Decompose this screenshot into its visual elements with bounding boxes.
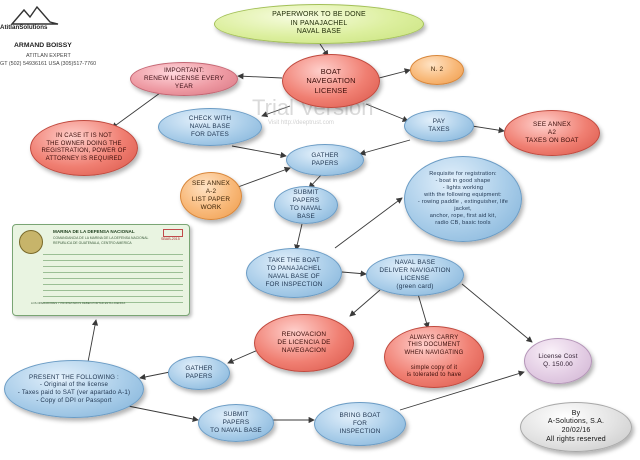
edge-pay-to-annex [471,125,505,134]
node-renovacion[interactable]: RENOVACION DE LICENCIA DE NAVEGACION [254,314,354,372]
edge-license-to-important [237,73,283,80]
node-bring-boat[interactable]: BRING BOAT FOR INSPECTION [314,402,406,446]
edge-license-to-pay [365,103,409,122]
naval-seal-icon [19,230,43,254]
node-take-boat[interactable]: TAKE THE BOAT TO PANAJACHEL NAVAL BASE O… [246,248,342,298]
edge-present-to-card [87,319,99,363]
edge-take-to-deliver [341,270,367,277]
license-card-fields [43,249,183,303]
edge-take-to-requisite [334,197,403,249]
node-gather-papers-2[interactable]: GATHER PAPERS [168,356,230,390]
node-credits: By A-Solutions, S.A. 20/02/16 All rights… [520,402,632,452]
edge-deliver-to-renovacion [349,289,381,317]
contact-phones: GT (502) 54936161 USA (305)517-7760 [0,61,97,67]
node-important[interactable]: IMPORTANT: RENEW LICENSE EVERY YEAR [130,62,238,96]
edge-deliver-to-always [417,293,430,329]
edge-gather-to-submit [308,173,323,189]
node-not-owner[interactable]: IN CASE IT IS NOT THE OWNER DOING THE RE… [30,120,138,176]
node-present-following[interactable]: PRESENT THE FOLLOWING : - Original of th… [4,360,144,418]
license-card-stamp [163,229,183,237]
node-deliver-license[interactable]: NAVAL BASE DELIVER NAVIGATION LICENSE (g… [366,254,464,296]
edge-bring-to-cost [399,370,525,411]
contact-name: ARMAND BOISSY [14,42,72,49]
node-title[interactable]: PAPERWORK TO BE DONE IN PANAJACHEL NAVAL… [214,4,424,44]
edge-pay-to-gather [359,139,411,156]
edge-gather2-to-present [139,371,171,381]
edge-submit-to-take [294,223,303,251]
node-always-carry[interactable]: ALWAYS CARRY THIS DOCUMENT WHEN NAVIGATI… [384,326,484,388]
contact-role: ATITLAN EXPERT [26,53,71,59]
mountain-logo-icon [10,5,59,25]
node-n2[interactable]: N. 2 [410,55,464,85]
license-card-serial: SBAB-2015 [161,237,180,241]
license-card-subtitle-1: COMANDANCIA DE LA MARINA DE LA DEFENSA N… [53,236,149,240]
license-card-title: MARINA DE LA DEFENSA NACIONAL [53,229,135,234]
node-license-cost[interactable]: License Cost Q. 150.00 [524,338,592,384]
license-card-note: LOS OPERADORES Y PROPIETARIOS DEBEN PORT… [31,301,126,305]
node-check-dates[interactable]: CHECK WITH NAVAL BASE FOR DATES [158,108,262,146]
edge-present-to-submit2 [127,405,199,423]
company-name: AtitlanSolutions [0,24,48,31]
node-boat-license[interactable]: BOAT NAVEGATION LICENSE [282,54,380,108]
node-requisite[interactable]: Requisite for registration: - boat in go… [404,156,522,242]
license-card-subtitle-2: REPUBLICA DE GUATEMALA, CENTRO AMERICA [53,241,132,245]
edge-annexlist-to-gather [237,166,291,188]
edge-license-to-n2 [378,68,411,79]
edge-important-to-notowner [111,92,161,129]
node-annex-a2-list[interactable]: SEE ANNEX A-2 LIST PAPER WORK [180,172,242,220]
edge-license-to-check [261,105,291,118]
node-gather-papers[interactable]: GATHER PAPERS [286,144,364,176]
brand-block: AtitlanSolutions ARMAND BOISSY ATITLAN E… [0,0,96,90]
license-card-image: MARINA DE LA DEFENSA NACIONAL COMANDANCI… [12,224,190,316]
node-submit-papers-2[interactable]: SUBMIT PAPERS TO NAVAL BASE [198,404,274,442]
node-annex-a2[interactable]: SEE ANNEX A2 TAXES ON BOAT [504,110,600,156]
edge-deliver-to-cost [461,283,533,343]
node-submit-papers[interactable]: SUBMIT PAPERS TO NAVAL BASE [274,186,338,224]
edge-check-to-gather [231,145,287,159]
edge-renovacion-to-gather2 [227,349,259,364]
node-pay-taxes[interactable]: PAY TAXES [404,110,474,142]
